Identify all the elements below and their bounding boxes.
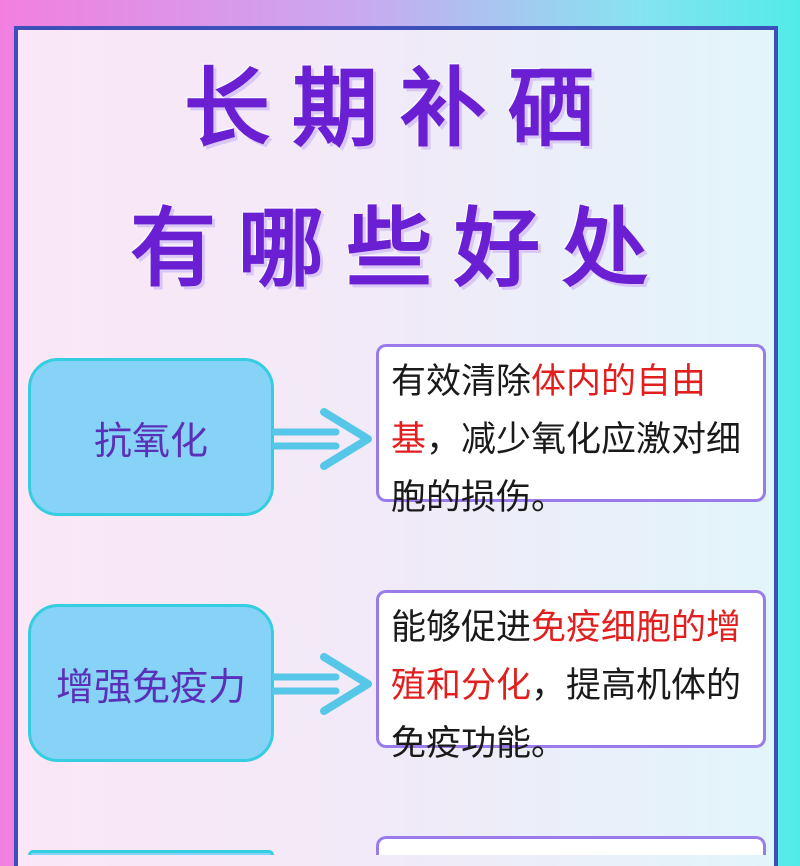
desc-text: ，减少氧化应激对细胞的损伤。 xyxy=(391,420,742,518)
desc-text: 能够促进 xyxy=(391,608,532,648)
benefit-label-antioxidant: 抗氧化 xyxy=(28,358,274,516)
benefit-description-antioxidant: 有效清除体内的自由基，减少氧化应激对细胞的损伤。 xyxy=(376,344,766,518)
desc-highlight: 免疫细胞的增殖和分化 xyxy=(391,608,742,706)
right-arrow-icon xyxy=(272,408,372,470)
desc-text: 有效清除 xyxy=(391,362,532,402)
title-line-2: 有哪些好处 xyxy=(130,199,670,299)
title-line-1: 长期补硒 xyxy=(184,59,616,159)
desc-highlight: 体内的自由基 xyxy=(391,362,707,460)
desc-text: ，提高机体的免疫功能。 xyxy=(391,666,742,764)
benefit-label-immunity: 增强免疫力 xyxy=(28,604,274,762)
benefit-label-text: 增强免疫力 xyxy=(55,664,246,709)
right-arrow-icon xyxy=(272,653,372,715)
benefit-description-cropped xyxy=(376,836,766,855)
benefit-description-immunity: 能够促进免疫细胞的增殖和分化，提高机体的免疫功能。 xyxy=(376,590,766,764)
benefit-label-cropped xyxy=(28,850,274,855)
benefit-label-text: 抗氧化 xyxy=(93,418,208,463)
